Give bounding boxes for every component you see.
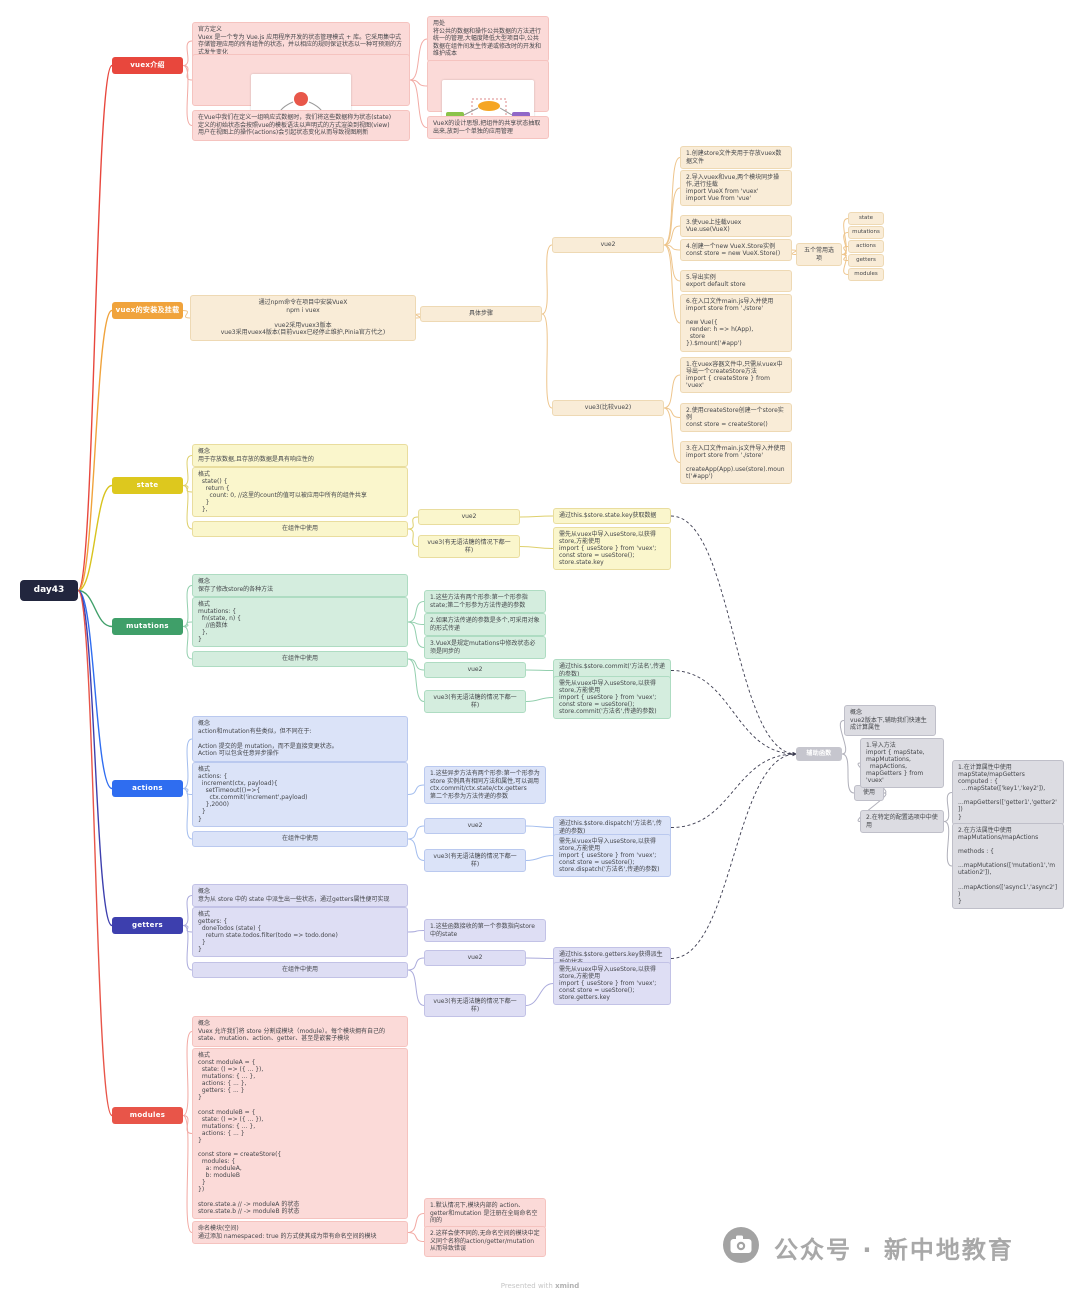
branch-getters[interactable]: getters <box>112 917 183 934</box>
install-npm-node[interactable]: 通过npm命令在项目中安装VueX npm i vuex vue2采用vuex3… <box>190 295 416 341</box>
five-options-label[interactable]: 五个常用选项 <box>796 243 842 266</box>
helper-import-method[interactable]: 1.导入方法 import { mapState, mapMutations, … <box>860 738 944 789</box>
intro-usage[interactable]: 用处 将公共的数据和操作公共数据的方法进行统一的管理,大幅度降低大型项目中,公共… <box>427 16 549 62</box>
footer-prefix: Presented with <box>500 1282 553 1290</box>
actions-vue3-label[interactable]: vue3(有无语法糖的情况下都一样) <box>424 849 526 872</box>
getters-concept[interactable]: 概念 意为从 store 中的 state 中派生出一些状态，通过getters… <box>192 884 408 907</box>
mutations-vue2-label[interactable]: vue2 <box>424 662 526 678</box>
branch-actions[interactable]: actions <box>112 780 183 797</box>
state-vue3-label[interactable]: vue3(有无语法糖的情况下都一样) <box>418 535 520 558</box>
actions-vue2-label[interactable]: vue2 <box>424 818 526 834</box>
watermark: 公众号 · 新中地教育 <box>722 1226 1014 1268</box>
helper-computed-usage[interactable]: 1.在计算属性中使用mapState/mapGetters computed :… <box>952 760 1064 825</box>
actions-format[interactable]: 格式 actions: { increment(ctx, payload){ s… <box>192 762 408 827</box>
state-format[interactable]: 格式 state() { return { count: 0, //这里的cou… <box>192 467 408 518</box>
actions-vue3-way[interactable]: 需先从vuex中导入useStore,以获得store,方能使用 import … <box>553 834 671 878</box>
intro-cycle-image-node[interactable] <box>192 54 410 129</box>
branch-install[interactable]: vuex的安装及挂载 <box>112 302 183 319</box>
modules-namespaced-note-2[interactable]: 2.这样会使不同的,无命名空间的模块中定义同个名称的action/getter/… <box>424 1226 546 1257</box>
branch-mutations[interactable]: mutations <box>112 618 183 635</box>
modules-format[interactable]: 格式 const moduleA = { state: () => ({ ...… <box>192 1048 408 1219</box>
state-vue2-label[interactable]: vue2 <box>418 509 520 525</box>
mutations-vue3-label[interactable]: vue3(有无语法糖的情况下都一样) <box>424 690 526 713</box>
branch-vuex-intro[interactable]: vuex介绍 <box>112 57 183 74</box>
actions-concept[interactable]: 概念 action和mutation有些类似，但不同在于: Action 提交的… <box>192 716 408 762</box>
intro-flow-image-node[interactable] <box>427 60 549 126</box>
modules-concept[interactable]: 概念 Vuex 允许我们将 store 分割成模块（module）。每个模块拥有… <box>192 1016 408 1047</box>
brand-logo-icon <box>722 1226 760 1268</box>
mutations-note-3[interactable]: 3.VueX是规定mutations中修改状态必须是同步的 <box>424 636 546 659</box>
mutations-note-2[interactable]: 2.如果方法传递的参数是多个,可采用对象的形式传递 <box>424 613 546 636</box>
option-state[interactable]: state <box>848 212 884 225</box>
branch-modules[interactable]: modules <box>112 1107 183 1124</box>
mutations-vue3-way[interactable]: 需先从vuex中导入useStore,以获得store,方能使用 import … <box>553 676 671 720</box>
watermark-text: 公众号 · 新中地教育 <box>774 1235 1014 1264</box>
actions-use-label[interactable]: 在组件中使用 <box>192 831 408 847</box>
vue2-step-5[interactable]: 5.导出实例 export default store <box>680 270 792 293</box>
vue2-step-2[interactable]: 2.导入vuex和vue,两个模块同步操作,进行挂载 import VueX f… <box>680 170 792 207</box>
install-vue2-label[interactable]: vue2 <box>552 237 664 253</box>
intro-state-view-actions-note[interactable]: 在Vue中我们在定义一组响应式数据时，我们将这些数据称为状态(state) 定义… <box>192 110 410 141</box>
getters-format[interactable]: 格式 getters: { doneTodos (state) { return… <box>192 907 408 958</box>
footer-brand: xmind <box>555 1282 580 1290</box>
state-use-label[interactable]: 在组件中使用 <box>192 521 408 537</box>
modules-namespaced-note-1[interactable]: 1.默认情况下,模块内部的 action、getter和mutation 是注册… <box>424 1198 546 1229</box>
actions-note-1[interactable]: 1.这些异步方法有两个形参:第一个形参为 store 实例具有相同方法和属性,可… <box>424 766 546 804</box>
vue3-step-2[interactable]: 2.使用createStore创建一个store实例 const store =… <box>680 403 792 433</box>
helper-methods-usage[interactable]: 2.在方法属性中使用mapMutations/mapActions method… <box>952 823 1064 909</box>
mutations-use-label[interactable]: 在组件中使用 <box>192 651 408 667</box>
vue3-step-1[interactable]: 1.在vuex容器文件中,只需从vuex中导出一个createStore方法 i… <box>680 357 792 394</box>
helper-functions-topic[interactable]: 辅助函数 <box>796 747 842 761</box>
intro-design-idea[interactable]: VueX的设计思想,把组件的共享状态抽取出来,放到一个单独的应用管理 <box>427 116 549 139</box>
mutations-note-1[interactable]: 1.这些方法有两个形参:第一个形参指state;第二个形参为方法传递的参数 <box>424 590 546 613</box>
install-steps-label[interactable]: 具体步骤 <box>420 306 542 322</box>
mutations-concept[interactable]: 概念 保存了修改store的各种方法 <box>192 574 408 597</box>
state-vue3-way[interactable]: 需先从vuex中导入useStore,以获得store,方能使用 import … <box>553 527 671 571</box>
vue3-step-3[interactable]: 3.在入口文件main.js文件导入并使用 import store from … <box>680 441 792 485</box>
modules-namespaced[interactable]: 命名模块(空间) 通过添加 namespaced: true 的方式使其成为带有… <box>192 1221 408 1244</box>
vue2-step-1[interactable]: 1.创建store文件夹用于存放vuex数据文件 <box>680 146 792 169</box>
getters-vue2-label[interactable]: vue2 <box>424 950 526 966</box>
helper-config-option-label[interactable]: 2.在特定的配置选项中中使用 <box>860 810 944 833</box>
footer: Presented with xmind <box>0 1282 1080 1290</box>
vue2-step-6[interactable]: 6.在入口文件main.js导入并使用 import store from '.… <box>680 294 792 352</box>
option-modules[interactable]: modules <box>848 268 884 281</box>
state-concept[interactable]: 概念 用于存放数据,且存放的数据是具有响应性的 <box>192 444 408 467</box>
option-mutations[interactable]: mutations <box>848 226 884 239</box>
getters-use-label[interactable]: 在组件中使用 <box>192 962 408 978</box>
intro-official-definition[interactable]: 官方定义 Vuex 是一个专为 Vue.js 应用程序开发的状态管理模式 + 库… <box>192 22 410 60</box>
option-actions[interactable]: actions <box>848 240 884 253</box>
state-vue2-way[interactable]: 通过this.$store.state.key获取数据 <box>553 508 671 524</box>
getters-note-1[interactable]: 1.这些函数接收的第一个参数指向store中的state <box>424 919 546 942</box>
mutations-format[interactable]: 格式 mutations: { fn(state, n) { //函数体 }, … <box>192 597 408 648</box>
getters-vue3-label[interactable]: vue3(有无语法糖的情况下都一样) <box>424 994 526 1017</box>
branch-state[interactable]: state <box>112 477 183 494</box>
getters-vue3-way[interactable]: 需先从vuex中导入useStore,以获得store,方能使用 import … <box>553 962 671 1006</box>
install-vue3-label[interactable]: vue3(比较vue2) <box>552 400 664 416</box>
root-topic[interactable]: day43 <box>20 580 78 602</box>
vue2-step-3[interactable]: 3.使vue上挂载vuex Vue.use(VueX) <box>680 215 792 238</box>
helper-concept[interactable]: 概念 vue2版本下,辅助我们快速生成计算属性 <box>844 705 936 736</box>
vue2-step-4[interactable]: 4.创建一个new VueX.Store实例 const store = new… <box>680 239 792 262</box>
option-getters[interactable]: getters <box>848 254 884 267</box>
